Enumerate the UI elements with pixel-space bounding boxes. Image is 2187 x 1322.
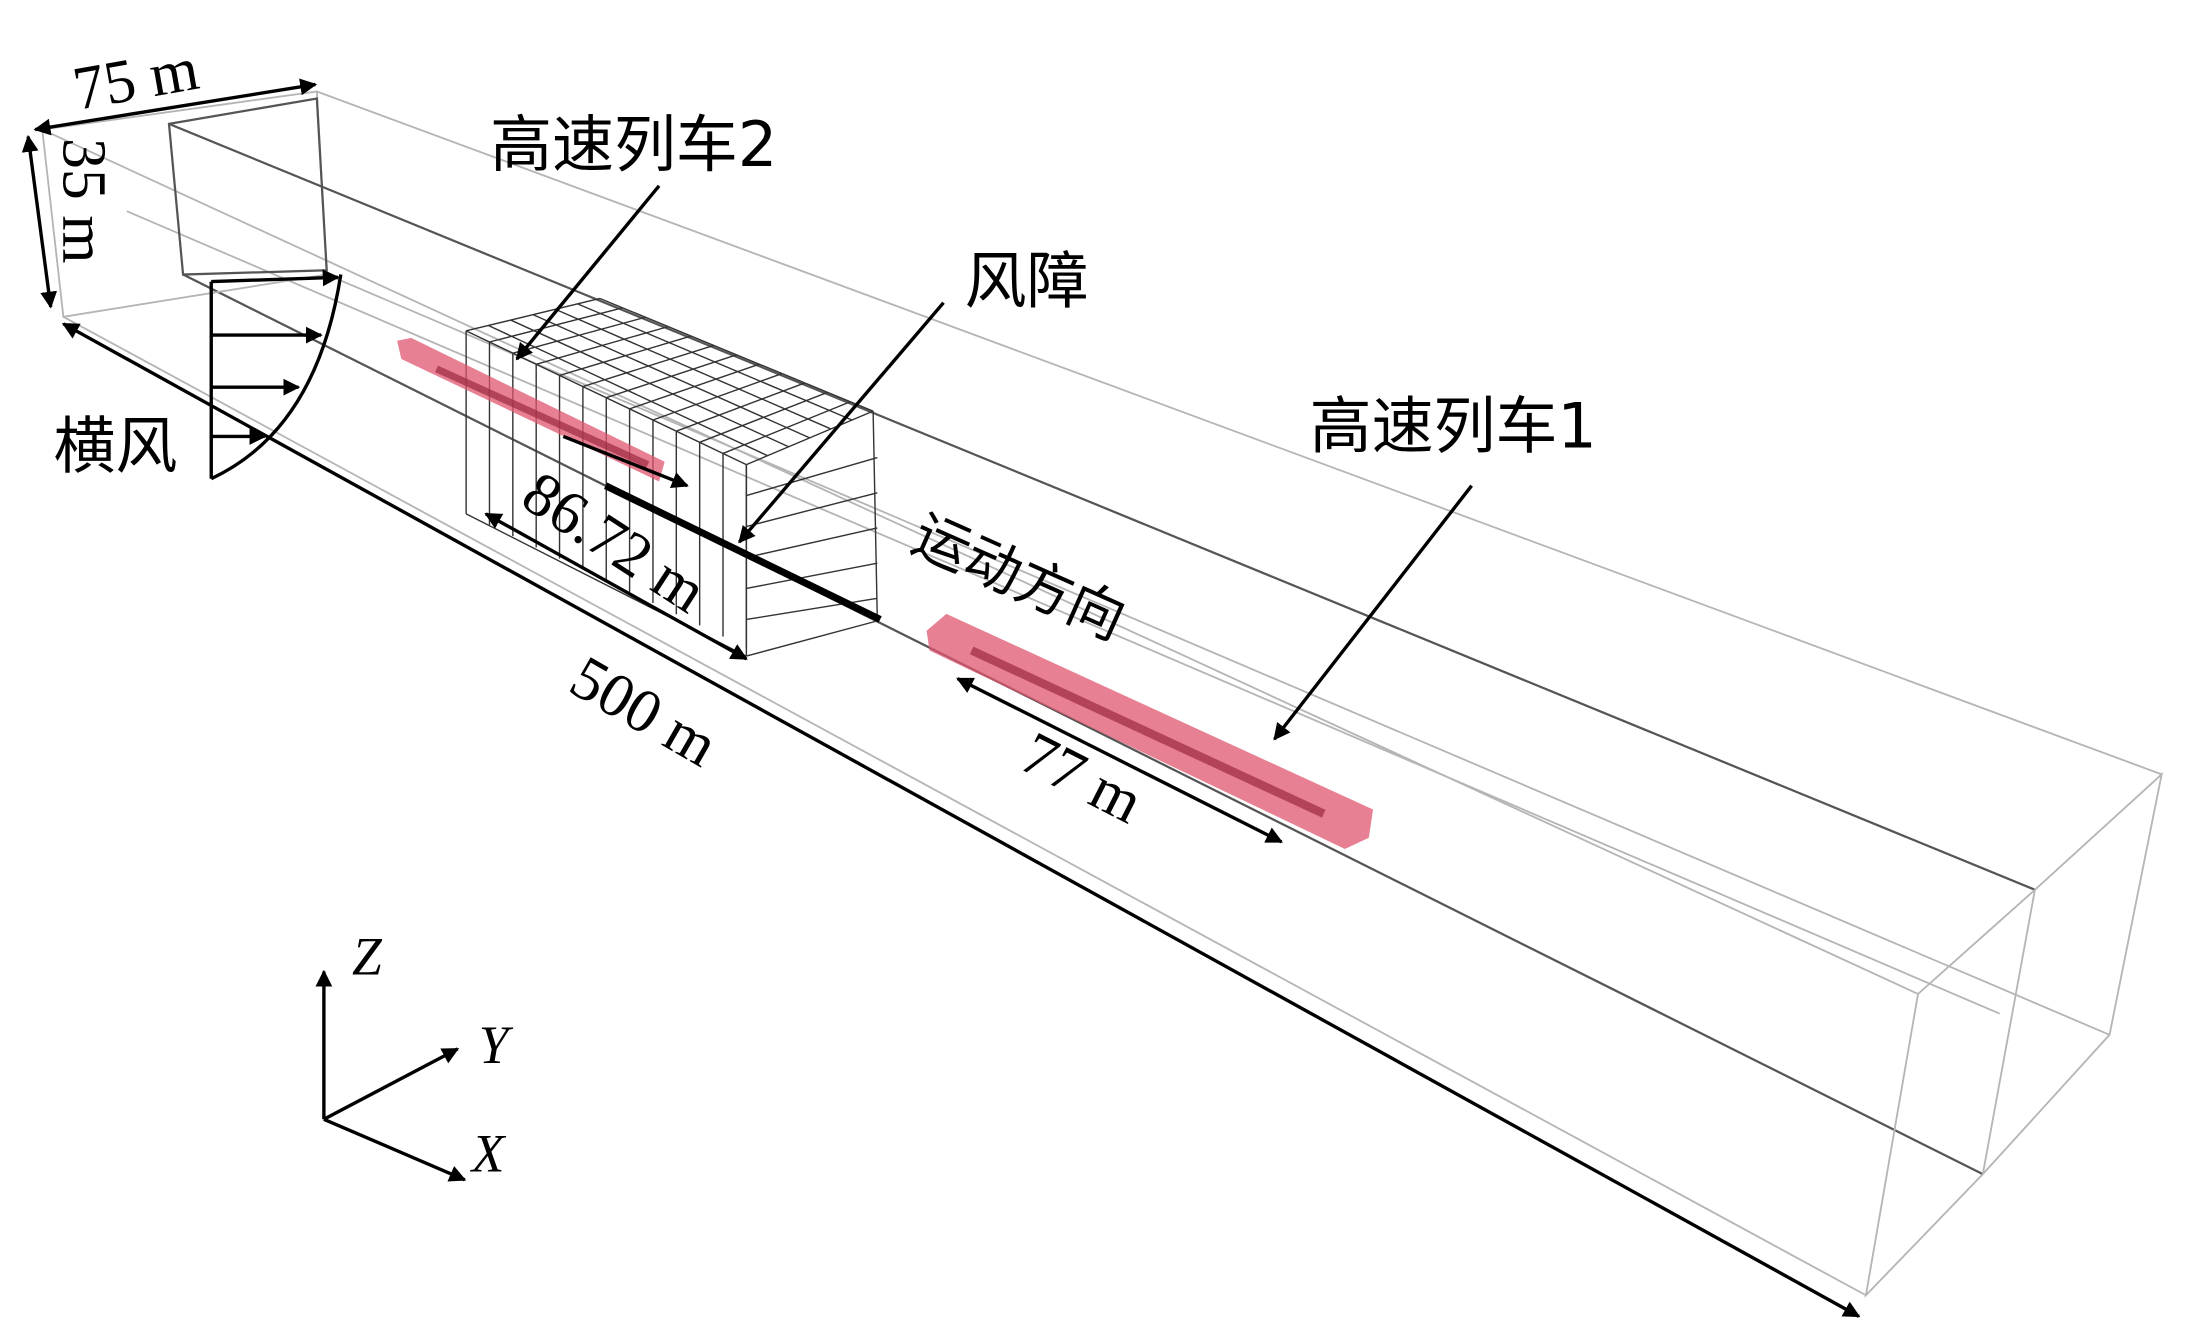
axis-z-label: Z bbox=[352, 926, 383, 986]
barrier-cross-line bbox=[577, 303, 853, 421]
train2-label: 高速列车2 bbox=[490, 108, 777, 181]
barrier-end-post bbox=[872, 411, 879, 621]
width-dimension-arrow bbox=[33, 78, 318, 136]
train1-label: 高速列车1 bbox=[1310, 390, 1597, 463]
barrier-base-end bbox=[746, 620, 878, 657]
wind-barrier-label: 风障 bbox=[965, 245, 1089, 318]
coordinate-axes: Z Y X bbox=[315, 926, 514, 1183]
motion-direction-arrow bbox=[562, 434, 689, 488]
train2-leader bbox=[515, 184, 661, 361]
barrier-length-arrow bbox=[484, 512, 748, 661]
barrier-cross-line bbox=[599, 297, 874, 412]
axis-x-label: X bbox=[470, 1123, 507, 1183]
crosswind-label: 横风 bbox=[54, 409, 178, 482]
barrier-end-line bbox=[746, 527, 878, 559]
train-length-arrow bbox=[956, 677, 1284, 844]
height-dimension-arrow bbox=[21, 134, 58, 309]
crosswind-profile bbox=[209, 269, 343, 481]
barrier-roof-line bbox=[465, 297, 601, 332]
height-label: 35 m bbox=[49, 138, 117, 264]
length-dimension-arrow bbox=[61, 322, 1861, 1318]
barrier-cross-line bbox=[555, 308, 832, 430]
train1-leader bbox=[1273, 484, 1473, 741]
barrier-leader bbox=[738, 301, 945, 544]
axis-y-label: Y bbox=[479, 1015, 514, 1075]
